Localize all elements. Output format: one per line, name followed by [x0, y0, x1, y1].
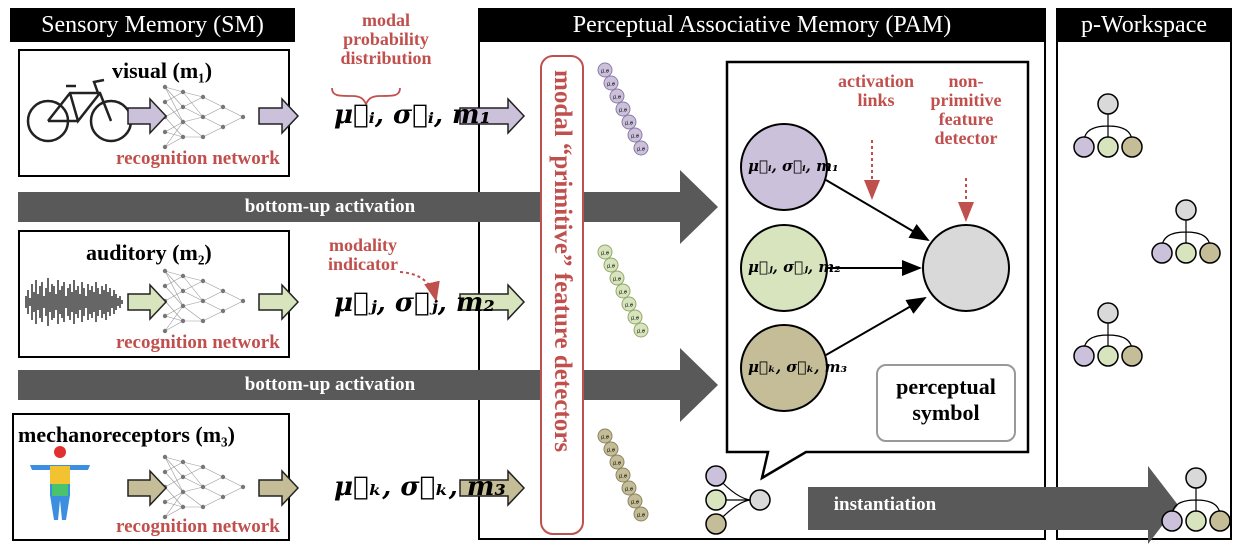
small-node-label: μ⃗,σ⃗ [619, 290, 628, 296]
modality-indicator-label: modality indicator [328, 235, 398, 274]
small-node-label: μ⃗,σ⃗ [631, 500, 640, 506]
small-node-label: μ⃗,σ⃗ [625, 121, 634, 127]
small-node-label: μ⃗,σ⃗ [637, 513, 646, 519]
small-node-label: μ⃗,σ⃗ [619, 474, 628, 480]
small-node-label: μ⃗,σ⃗ [613, 461, 622, 467]
pam-small-tree [705, 465, 771, 535]
small-node-label: μ⃗,σ⃗ [607, 264, 616, 270]
small-node-label: μ⃗,σ⃗ [613, 277, 622, 283]
visual-title: visual (m₁) [112, 58, 213, 83]
non-primitive-label: non-primitive feature detector [930, 71, 1002, 148]
pam-header: Perceptual Associative Memory (PAM) [478, 8, 1046, 42]
pam-node-text-2: μ⃗ⱼ, σ⃗ⱼ, m₂ [748, 258, 841, 276]
small-node-label: μ⃗,σ⃗ [601, 251, 610, 257]
perceptual-symbol-box: perceptual symbol [876, 364, 1016, 442]
small-node-label: μ⃗,σ⃗ [607, 82, 616, 88]
small-node-label: μ⃗,σ⃗ [637, 147, 646, 153]
purple-node-chain [597, 62, 649, 156]
body-heatmap-icon [30, 446, 90, 520]
params-visual: μ⃗ᵢ, σ⃗ᵢ, m₁ [334, 100, 491, 130]
modal-distribution-label: modal probability distribution [340, 10, 432, 68]
workspace-tree-3 [1073, 302, 1143, 367]
sm-header: Sensory Memory (SM) [10, 8, 295, 42]
workspace-panel [1056, 40, 1232, 540]
bottom-up-label-1: bottom-up activation [244, 196, 416, 217]
recognition-label-2: recognition network [116, 332, 280, 353]
workspace-tree-4 [1161, 467, 1231, 532]
feature-detectors-label: modal “primitive” feature detectors [549, 70, 576, 453]
mechanoreceptors-title: mechanoreceptors (m₃) [18, 422, 235, 447]
workspace-tree-1 [1073, 93, 1143, 158]
small-node-label: μ⃗,σ⃗ [607, 448, 616, 454]
workspace-tree-2 [1151, 199, 1221, 264]
bicycle-icon [26, 78, 133, 143]
small-node-label: μ⃗,σ⃗ [637, 329, 646, 335]
small-node-label: μ⃗,σ⃗ [625, 487, 634, 493]
bottom-up-band-2 [18, 348, 718, 422]
brace [331, 87, 401, 107]
small-node-label: μ⃗,σ⃗ [601, 435, 610, 441]
params-auditory: μ⃗ⱼ, σ⃗ⱼ, m₂ [334, 288, 495, 318]
bottom-up-band-1 [18, 170, 718, 244]
activation-links-label: activation links [838, 71, 914, 110]
small-node-label: μ⃗,σ⃗ [613, 95, 622, 101]
pam-node-tan [740, 324, 828, 412]
recognition-label-3: recognition network [116, 516, 280, 537]
pam-node-text-3: μ⃗ₖ, σ⃗ₖ, m₃ [748, 358, 848, 376]
pam-node-gray [922, 224, 1010, 312]
pam-node-text-1: μ⃗ᵢ, σ⃗ᵢ, m₁ [748, 157, 839, 175]
pam-node-purple [740, 123, 828, 211]
feature-detector-frame [540, 55, 584, 535]
green-node-chain [597, 244, 649, 338]
waveform-icon [25, 278, 123, 326]
auditory-title: auditory (m₂) [86, 240, 212, 265]
bottom-up-label-2: bottom-up activation [244, 374, 416, 395]
small-node-label: μ⃗,σ⃗ [625, 303, 634, 309]
instantiation-label: instantiation [833, 494, 937, 515]
recognition-label-1: recognition network [116, 148, 280, 169]
recognition-network-graphic-2 [162, 268, 246, 334]
small-node-label: μ⃗,σ⃗ [619, 108, 628, 114]
params-mechanoreceptors: μ⃗ₖ, σ⃗ₖ, m₃ [334, 472, 506, 502]
workspace-header: p-Workspace [1056, 8, 1232, 42]
small-node-label: μ⃗,σ⃗ [631, 134, 640, 140]
small-node-label: μ⃗,σ⃗ [601, 69, 610, 75]
tan-node-chain [597, 428, 649, 522]
recognition-network-graphic-3 [162, 454, 246, 520]
small-node-label: μ⃗,σ⃗ [631, 316, 640, 322]
recognition-network-graphic-1 [162, 84, 246, 150]
modality-indicator-arrow [399, 271, 440, 302]
